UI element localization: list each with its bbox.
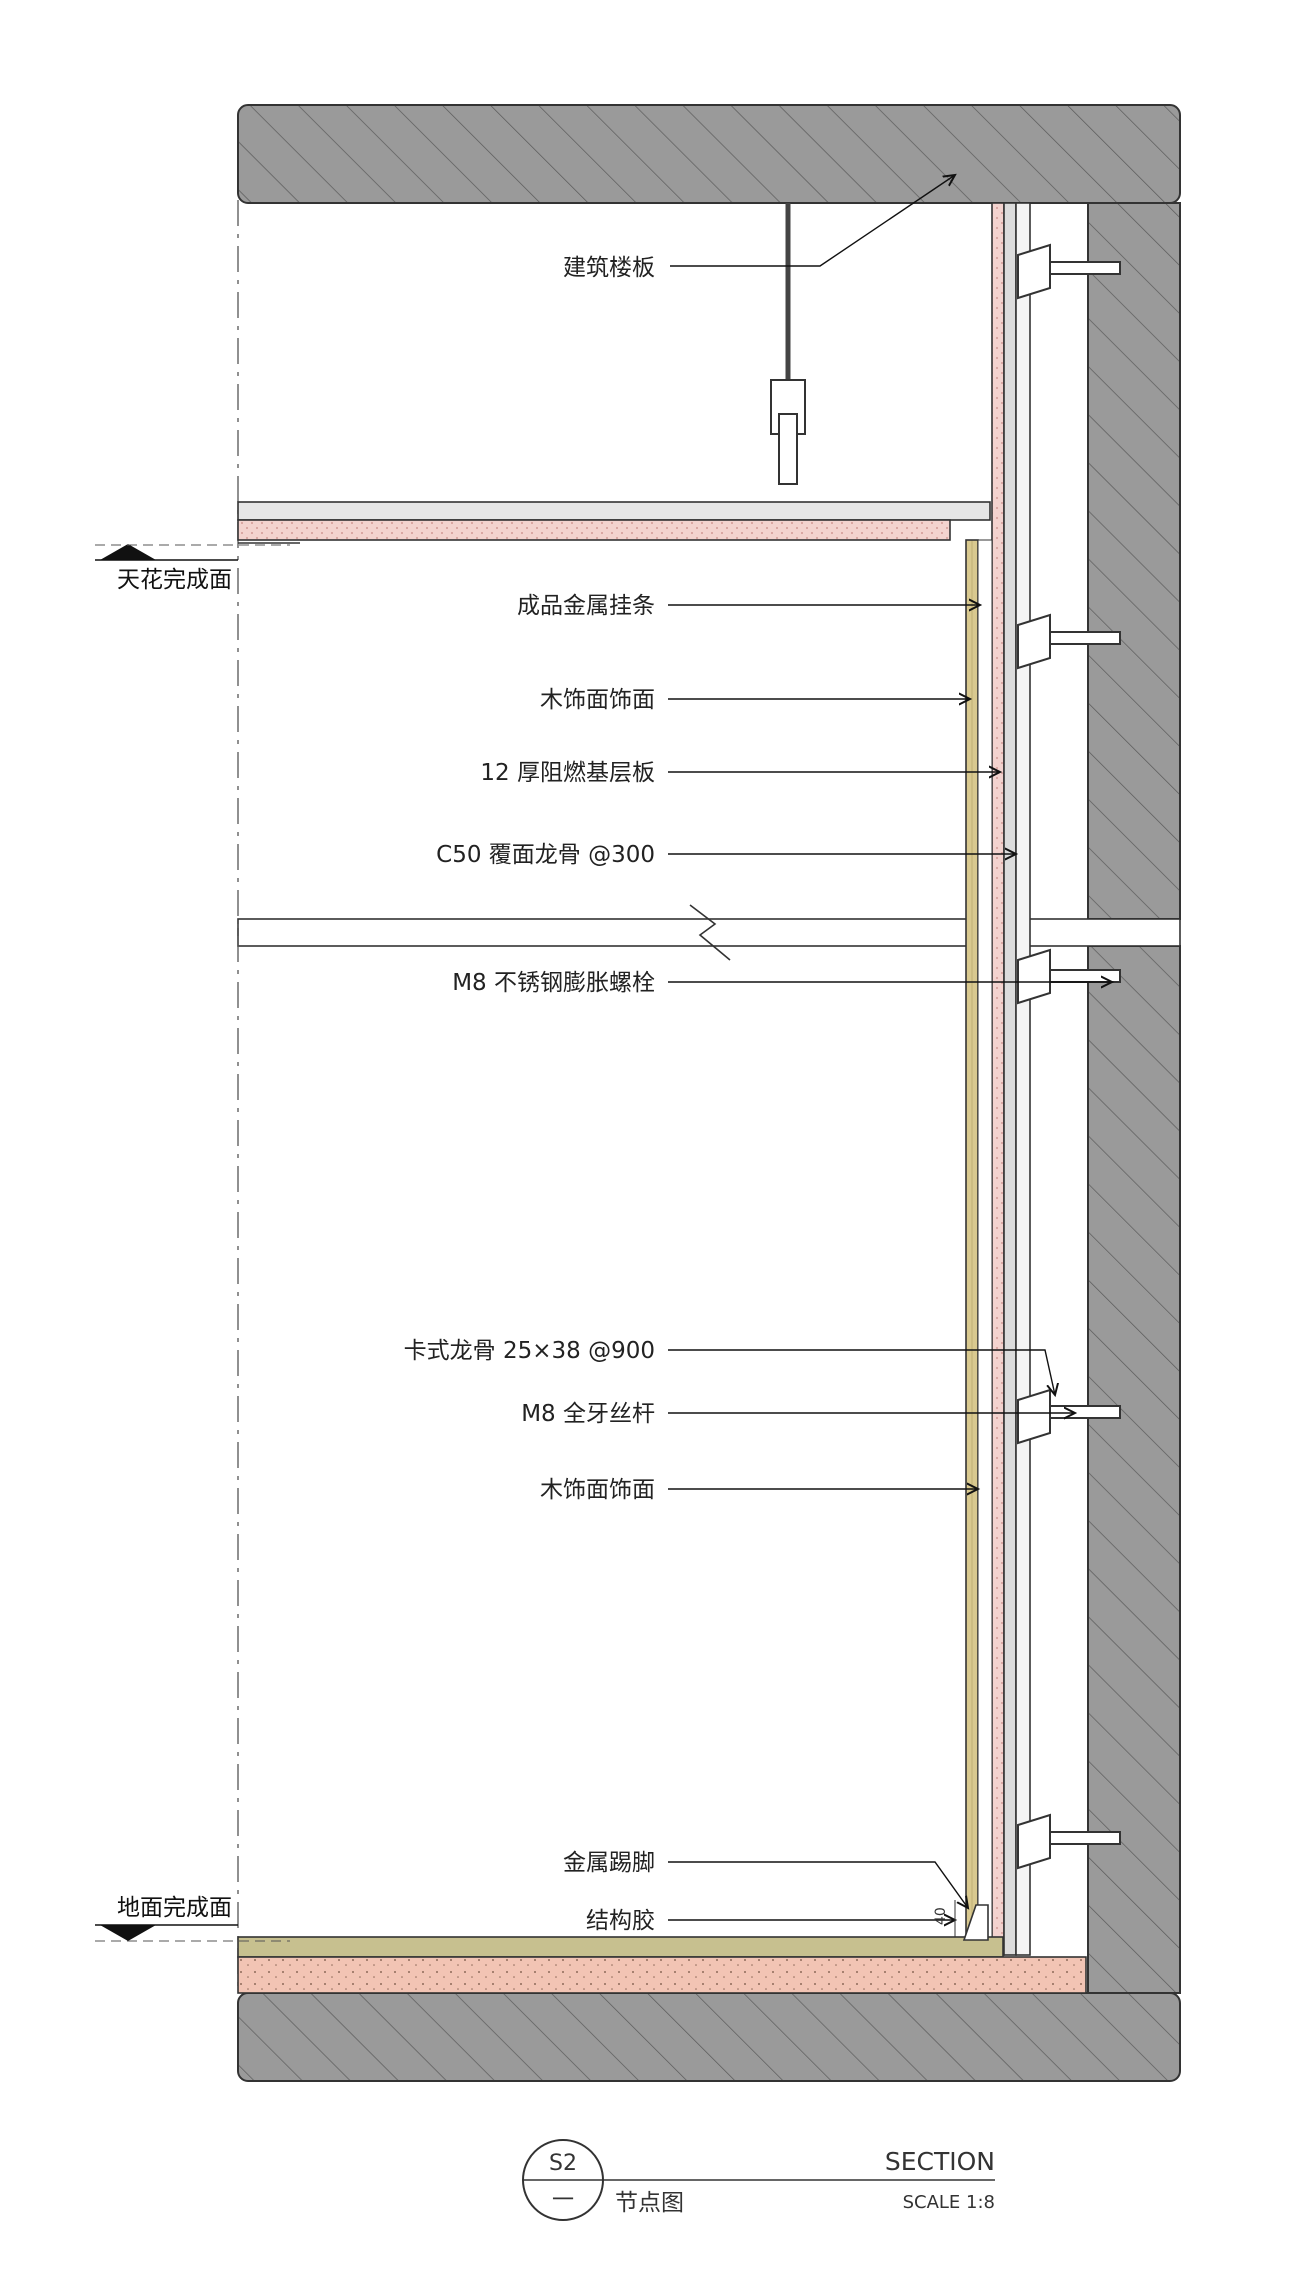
label-m8-expansion-bolt: M8 不锈钢膨胀螺栓	[452, 970, 655, 996]
ceiling-assembly	[237, 203, 991, 544]
sheet-reference: 一	[552, 2188, 574, 2213]
wall-brackets	[1017, 243, 1121, 1870]
view-name-cn: 节点图	[615, 2190, 684, 2216]
floor-level-marker	[95, 1924, 290, 1942]
label-wood-veneer-2: 木饰面饰面	[540, 1477, 655, 1503]
scale-label: SCALE 1:8	[903, 2192, 995, 2213]
leader-metal-skirting	[668, 1861, 968, 1908]
label-m8-threaded-rod: M8 全牙丝杆	[521, 1401, 655, 1427]
leader-building-slab	[670, 175, 955, 267]
ceiling-level-marker	[95, 544, 290, 561]
label-card-keel: 卡式龙骨 25×38 @900	[404, 1338, 655, 1364]
label-metal-skirting: 金属踢脚	[563, 1850, 655, 1876]
drawing-number: S2	[549, 2151, 577, 2176]
leader-card-keel	[668, 1349, 1055, 1395]
top-concrete-slab	[237, 104, 1181, 204]
label-wood-veneer-1: 木饰面饰面	[540, 687, 655, 713]
view-name: SECTION	[885, 2147, 995, 2176]
label-structural-glue: 结构胶	[586, 1908, 655, 1934]
wall-cladding	[965, 202, 1031, 1956]
concrete-wall-lower	[1087, 945, 1181, 1994]
label-building-slab: 建筑楼板	[563, 255, 655, 281]
floor-buildup	[237, 1904, 1087, 1994]
floor-level-label: 地面完成面	[117, 1895, 232, 1921]
label-metal-hanger-strip: 成品金属挂条	[517, 593, 655, 619]
label-c50-keel: C50 覆面龙骨 @300	[436, 842, 655, 868]
break-line	[237, 904, 1181, 961]
ceiling-level-label: 天花完成面	[117, 567, 232, 593]
bottom-concrete-slab	[237, 1992, 1181, 2082]
title-block	[522, 2139, 995, 2221]
concrete-wall-upper	[1087, 202, 1181, 920]
label-fire-board: 12 厚阻燃基层板	[480, 760, 655, 786]
dimension-text: 40	[933, 1907, 949, 1925]
